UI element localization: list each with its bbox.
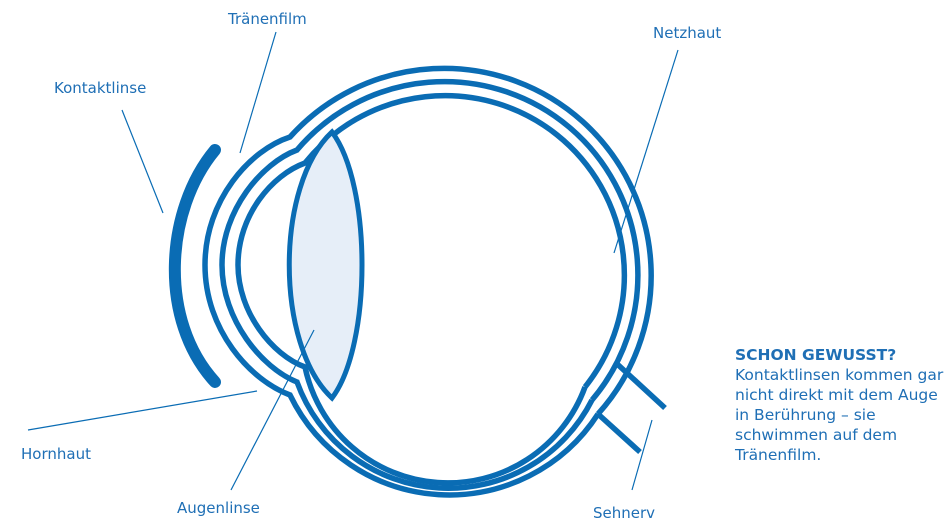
leader-line-augenlinse xyxy=(231,330,314,490)
eye-middle-shell xyxy=(222,82,638,489)
label-traenenfilm: Tränenfilm xyxy=(227,10,307,28)
label-augenlinse: Augenlinse xyxy=(177,499,260,517)
leader-line-traenenfilm xyxy=(240,32,276,153)
label-hornhaut: Hornhaut xyxy=(21,445,91,463)
label-kontaktlinse: Kontaktlinse xyxy=(54,79,146,97)
info-text: Kontaktlinsen kommen gar nicht direkt mi… xyxy=(735,365,945,465)
eye-outer-shell xyxy=(205,68,651,495)
label-sehnerv: Sehnerv xyxy=(593,504,655,522)
optic-nerve-lower xyxy=(598,414,640,452)
eye-lens xyxy=(289,132,362,398)
info-heading: SCHON GEWUSST? xyxy=(735,345,945,365)
leader-line-sehnerv xyxy=(632,420,652,490)
leader-line-hornhaut xyxy=(28,391,257,430)
label-netzhaut: Netzhaut xyxy=(653,24,721,42)
info-box: SCHON GEWUSST? Kontaktlinsen kommen gar … xyxy=(735,345,945,465)
leader-line-kontaktlinse xyxy=(122,110,163,213)
contact-lens xyxy=(175,150,215,382)
